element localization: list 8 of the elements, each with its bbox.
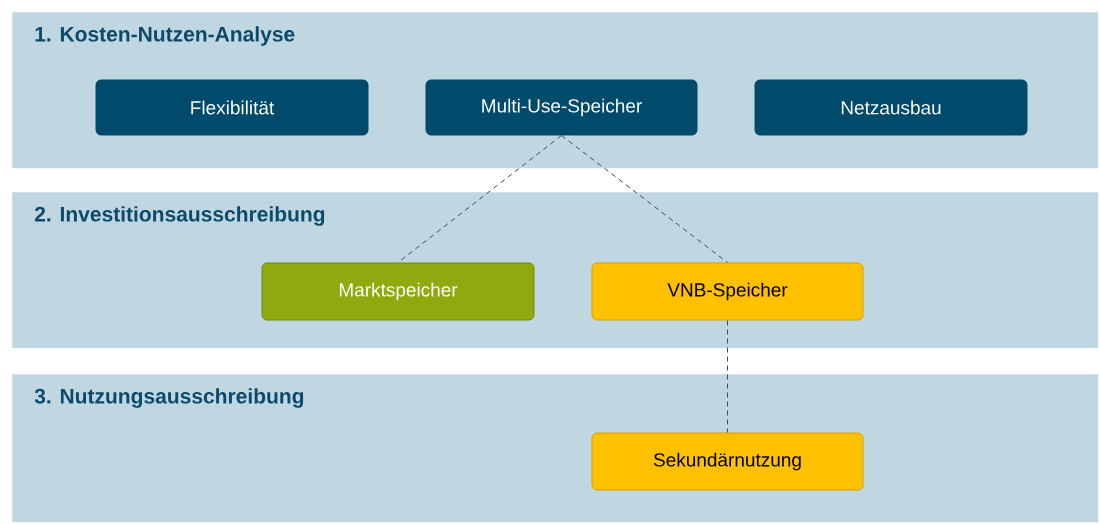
process-box: Sekundärnutzung	[591, 432, 864, 491]
process-box: Netzausbau	[754, 79, 1028, 136]
connector	[561, 135, 728, 263]
connector	[727, 320, 728, 433]
process-box: Multi-Use-Speicher	[425, 79, 698, 136]
process-box: Flexibilität	[95, 79, 369, 136]
process-box: Marktspeicher	[261, 262, 535, 321]
process-box: VNB-Speicher	[591, 262, 864, 321]
